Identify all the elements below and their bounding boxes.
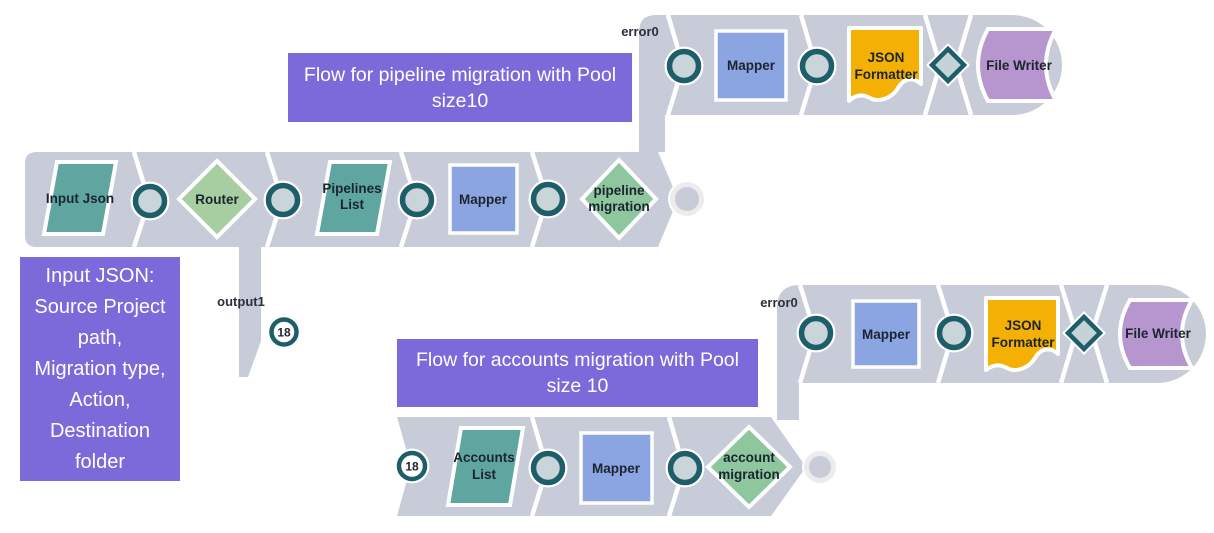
snap-account-migration[interactable] <box>705 424 793 510</box>
port-circle[interactable] <box>263 180 303 220</box>
snap-label: Pipelines <box>322 181 381 196</box>
open-port-circle[interactable] <box>668 180 706 218</box>
accounts-error-branch: error0 Mapper JSON Formatter File Writer <box>760 284 1206 420</box>
snap-label: File Writer <box>986 58 1053 73</box>
snap-label: migration <box>588 199 650 214</box>
snap-label: Accounts <box>453 450 515 465</box>
error-port-label: error0 <box>621 24 659 39</box>
port-circle[interactable] <box>130 181 170 221</box>
pipeline-error-branch: error0 Mapper JSON Formatter File Writer <box>621 14 1062 152</box>
snap-router[interactable] <box>176 158 258 240</box>
snap-label: List <box>340 197 365 212</box>
diamond-connector[interactable] <box>926 43 970 87</box>
snap-label: List <box>472 467 497 482</box>
snap-label: Mapper <box>727 58 776 73</box>
snap-label: migration <box>718 467 780 482</box>
snap-label: File Writer <box>1125 326 1192 341</box>
port-circle[interactable] <box>528 179 568 219</box>
snap-label: JSON <box>1005 318 1042 333</box>
snap-pipeline-migration[interactable] <box>579 157 659 241</box>
port-circle[interactable] <box>664 46 704 86</box>
note-input-json[interactable]: Input JSON: Source Project path, Migrati… <box>20 257 180 481</box>
snap-label: Mapper <box>862 327 911 342</box>
snap-label: Formatter <box>854 67 918 82</box>
open-port-circle[interactable] <box>802 449 838 485</box>
diamond-connector[interactable] <box>1062 311 1106 355</box>
snap-file-writer[interactable] <box>1118 298 1196 370</box>
snap-label: JSON <box>868 50 905 65</box>
port-circle[interactable] <box>665 448 705 488</box>
output-port-label: output1 <box>217 294 265 309</box>
snap-json-formatter[interactable] <box>984 296 1060 372</box>
router-output-connector <box>239 247 261 377</box>
snap-json-formatter[interactable] <box>847 26 923 103</box>
document-count: 18 <box>405 460 419 474</box>
port-circle[interactable] <box>797 46 837 86</box>
snap-label: account <box>723 450 775 465</box>
document-count-badge[interactable]: 18 <box>394 448 430 484</box>
snap-mapper[interactable] <box>579 431 654 505</box>
accounts-main-flow: 18 Accounts List Mapper account migratio… <box>394 416 838 517</box>
document-count-badge[interactable]: 18 <box>267 315 301 349</box>
snap-label: Input Json <box>46 191 114 206</box>
snap-mapper[interactable] <box>851 299 921 369</box>
note-accounts-flow-title[interactable]: Flow for accounts migration with Pool si… <box>397 339 758 407</box>
snap-mapper[interactable] <box>714 29 788 102</box>
error-port-label: error0 <box>760 295 798 310</box>
document-count: 18 <box>277 326 291 340</box>
snap-accounts-list[interactable] <box>445 426 526 507</box>
snap-label: Mapper <box>459 192 508 207</box>
port-circle[interactable] <box>528 448 568 488</box>
snap-label: Router <box>195 192 239 207</box>
snap-pipelines-list[interactable] <box>314 160 393 236</box>
note-pipeline-flow-title[interactable]: Flow for pipeline migration with Pool si… <box>288 53 632 122</box>
snap-label: Mapper <box>592 461 641 476</box>
snap-input-json[interactable] <box>41 160 119 236</box>
port-circle[interactable] <box>934 313 974 353</box>
pipeline-main-flow: Input Json Router Pipelines List Mapper … <box>25 151 706 377</box>
snap-label: Formatter <box>991 335 1055 350</box>
snap-file-writer[interactable] <box>976 27 1060 103</box>
snap-mapper[interactable] <box>448 163 519 235</box>
snap-label: pipeline <box>593 183 644 198</box>
port-circle[interactable] <box>796 313 836 353</box>
port-circle[interactable] <box>397 180 437 220</box>
